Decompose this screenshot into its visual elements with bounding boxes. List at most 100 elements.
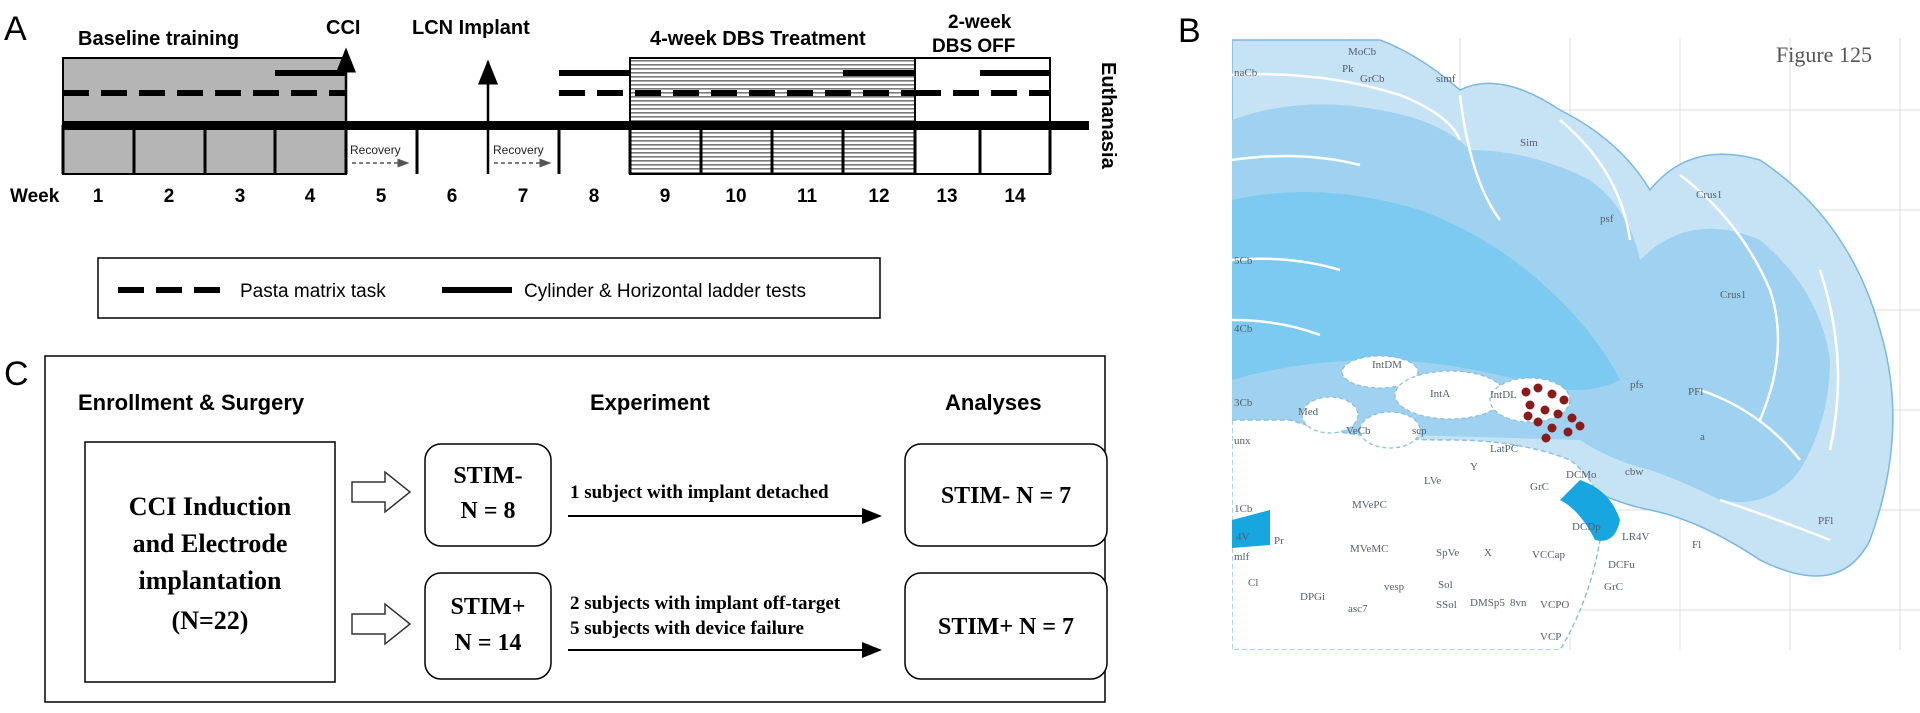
stim-minus-label: STIM- (453, 463, 522, 489)
panel-a-letter: A (4, 10, 27, 48)
atlas-label: 5Cb (1234, 255, 1253, 267)
atlas-label: X (1484, 547, 1492, 559)
atlas-label: VeCb (1346, 425, 1371, 437)
atlas-label: Sol (1438, 579, 1453, 591)
atlas-label: 1Cb (1234, 503, 1253, 515)
atlas-label: pfs (1630, 379, 1643, 391)
electrode-site-markers (1521, 383, 1585, 443)
atlas-label: LR4V (1622, 531, 1650, 543)
week-10: 10 (725, 186, 746, 207)
analysis-stim-minus-box (904, 443, 1108, 547)
atlas-label: MVePC (1352, 499, 1387, 511)
panel-b-atlas: B (1178, 12, 1920, 650)
atlas-figure-label: Figure 125 (1776, 42, 1872, 67)
dbs-off-label-line2: DBS OFF (932, 36, 1015, 57)
recovery-label-1: Recovery (350, 143, 401, 157)
atlas-label: IntDM (1372, 359, 1402, 371)
week-6: 6 (447, 186, 458, 207)
panel-c-letter: C (4, 355, 29, 393)
week-3: 3 (235, 186, 246, 207)
stim-minus-box (424, 443, 552, 547)
atlas-labels: MoCb Pk GrCb simf Sim psf Crus1 Crus1 pf… (1234, 46, 1833, 643)
atlas-label: DPGi (1300, 591, 1325, 603)
cci-box-line1: CCI Induction (129, 492, 292, 521)
legend-cyl-label: Cylinder & Horizontal ladder tests (524, 281, 806, 302)
hollow-arrow-to-stim-minus (351, 470, 412, 514)
recovery-label-2: Recovery (493, 143, 544, 157)
atlas-label: 4Cb (1234, 323, 1253, 335)
cci-label: CCI (326, 17, 360, 39)
atlas-label: vesp (1384, 581, 1405, 593)
week-4: 4 (305, 186, 316, 207)
atlas-label: GrCb (1360, 73, 1385, 85)
week-7: 7 (518, 186, 529, 207)
atlas-label: Y (1470, 461, 1478, 473)
week-numbers: 1 2 3 4 5 6 7 8 9 10 11 12 13 14 (93, 186, 1026, 207)
stim-plus-count: N = 14 (454, 630, 521, 656)
stim-minus-count: N = 8 (460, 498, 515, 524)
atlas-label: scp (1412, 425, 1427, 437)
week-14: 14 (1004, 186, 1026, 207)
atlas-label: naCb (1234, 67, 1258, 79)
lcn-implant-label: LCN Implant (412, 17, 530, 39)
analysis-stim-plus-label: STIM+ N = 7 (938, 614, 1074, 640)
euthanasia-label: Euthanasia (1097, 62, 1119, 170)
legend-pasta-label: Pasta matrix task (240, 281, 386, 302)
brainstem-region (1232, 419, 1603, 650)
analysis-stim-minus-label: STIM- N = 7 (941, 483, 1071, 509)
deep-white-matter (1232, 192, 1620, 390)
atlas-label: Pk (1342, 63, 1354, 75)
ventricle-right (1560, 480, 1620, 541)
atlas-label: DCFu (1608, 559, 1635, 571)
week-1: 1 (93, 186, 104, 207)
cci-box-line3: implantation (138, 566, 282, 595)
stim-plus-box (424, 572, 552, 680)
cci-box-line4: (N=22) (172, 606, 249, 635)
atlas-label: Crus1 (1720, 289, 1746, 301)
atlas-label: MVeMC (1350, 543, 1389, 555)
atlas-label: DCDp (1572, 521, 1601, 533)
atlas-label: Med (1298, 406, 1319, 418)
atlas-label: simf (1436, 73, 1456, 85)
week-9: 9 (660, 186, 671, 207)
atlas-label: asc7 (1348, 603, 1368, 615)
cci-box-text: CCI Induction and Electrode implantation… (129, 492, 292, 635)
column-experiment: Experiment (590, 390, 710, 415)
atlas-label: Pr (1274, 535, 1284, 547)
deep-nuclei (1301, 355, 1571, 449)
cci-induction-box (84, 441, 336, 683)
atlas-label: cbw (1625, 466, 1643, 478)
column-analyses: Analyses (945, 390, 1042, 415)
atlas-label: PFl (1818, 515, 1833, 527)
week-11: 11 (797, 186, 818, 207)
baseline-label: Baseline training (78, 28, 239, 50)
week-2: 2 (164, 186, 175, 207)
dbs-off-period-box (914, 57, 1051, 175)
column-enrollment: Enrollment & Surgery (78, 390, 305, 415)
hollow-arrow-to-stim-plus (351, 602, 412, 646)
week-axis-label: Week (10, 186, 60, 207)
panel-a-timeline: A (4, 10, 1119, 319)
dbs-treatment-label: 4-week DBS Treatment (650, 28, 866, 50)
atlas-label: mlf (1234, 551, 1250, 563)
week-12: 12 (868, 186, 889, 207)
atlas-label: MoCb (1348, 46, 1377, 58)
atlas-label: 8vn (1510, 597, 1527, 609)
atlas-label: 4V (1236, 531, 1250, 543)
atlas-label: VCPO (1540, 599, 1569, 611)
atlas-label: SpVe (1436, 547, 1459, 559)
atlas-label: VCP (1540, 631, 1561, 643)
atlas-label: IntDL (1490, 389, 1517, 401)
atlas-label: LVe (1424, 475, 1441, 487)
atlas-label: GrC (1530, 481, 1549, 493)
atlas-image: MoCb Pk GrCb simf Sim psf Crus1 Crus1 pf… (1232, 38, 1920, 650)
atlas-label: Sim (1520, 137, 1538, 149)
atlas-label: VCCap (1532, 549, 1566, 561)
week-8: 8 (589, 186, 600, 207)
cci-box-line2: and Electrode (133, 529, 288, 558)
panel-b-letter: B (1178, 12, 1201, 50)
atlas-label: PFl (1688, 386, 1703, 398)
atlas-label: LatPC (1490, 443, 1518, 455)
atlas-label: DMSp5 (1470, 597, 1505, 609)
atlas-label: 3Cb (1234, 397, 1253, 409)
